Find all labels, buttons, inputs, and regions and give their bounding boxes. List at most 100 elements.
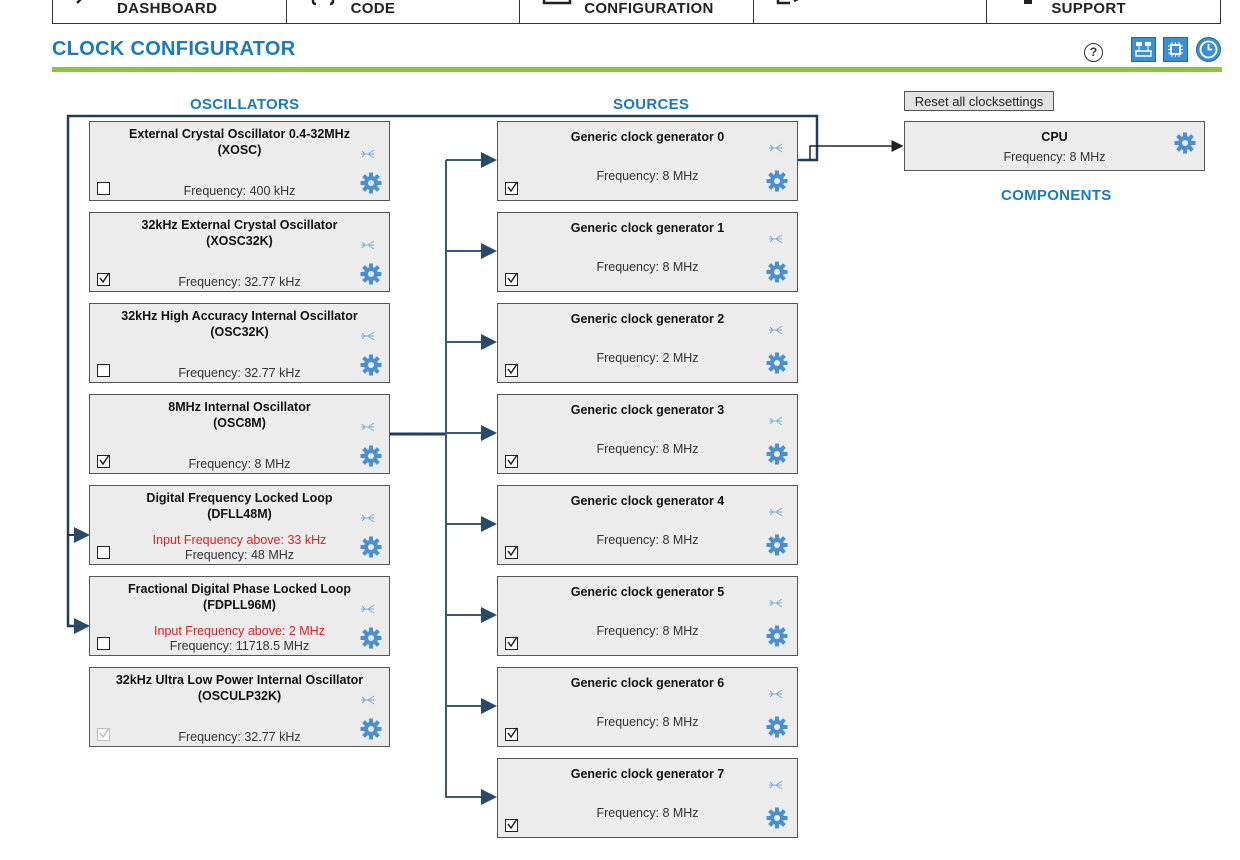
oscillator-name: 8MHz Internal Oscillator <box>168 400 311 414</box>
help-icon[interactable]: ? <box>1084 43 1103 62</box>
oscillator-card-osc32k[interactable]: 32kHz High Accuracy Internal Oscillator(… <box>89 303 390 383</box>
tab-code[interactable]: CODE <box>287 0 521 23</box>
oscillator-name: 32kHz Ultra Low Power Internal Oscillato… <box>115 673 364 687</box>
oscillator-card-xosc32k[interactable]: 32kHz External Crystal Oscillator(XOSC32… <box>89 212 390 292</box>
gear-icon[interactable] <box>360 263 382 285</box>
gear-icon[interactable] <box>766 170 788 192</box>
clock-generator-frequency: Frequency: 2 MHz <box>596 351 699 365</box>
oscillator-card-osculp32k[interactable]: 32kHz Ultra Low Power Internal Oscillato… <box>89 667 390 747</box>
gear-icon[interactable] <box>766 352 788 374</box>
export-icon <box>776 0 799 6</box>
enable-checkbox[interactable] <box>97 546 110 559</box>
clock-generator-card-0[interactable]: Generic clock generator 0 Frequency: 8 M… <box>497 121 798 201</box>
enable-checkbox[interactable] <box>97 272 110 286</box>
route-icon[interactable] <box>768 597 784 609</box>
gear-icon[interactable] <box>360 718 382 740</box>
route-icon[interactable] <box>360 694 376 706</box>
gear-icon[interactable] <box>766 261 788 283</box>
oscillators-heading: OSCILLATORS <box>190 96 300 113</box>
enable-checkbox[interactable] <box>505 545 518 559</box>
tab-label: CODE <box>350 0 396 17</box>
clock-icon[interactable] <box>1196 37 1221 62</box>
gear-icon[interactable] <box>1174 132 1196 154</box>
route-icon[interactable] <box>360 239 376 251</box>
oscillator-code: (OSC8M) <box>213 416 266 430</box>
enable-checkbox[interactable] <box>97 182 110 195</box>
route-icon[interactable] <box>768 506 784 518</box>
header-divider <box>52 67 1222 72</box>
top-nav: DASHBOARD CODE CONFIGURATION SUPPORT <box>52 0 1221 24</box>
oscillator-card-osc8m[interactable]: 8MHz Internal Oscillator (OSC8M) Frequenc… <box>89 394 390 474</box>
enable-checkbox[interactable] <box>97 364 110 377</box>
enable-checkbox[interactable] <box>97 637 110 650</box>
clock-generator-card-6[interactable]: Generic clock generator 6 Frequency: 8 M… <box>497 667 798 747</box>
input-frequency-warning: Input Frequency above: 33 kHz <box>152 533 327 547</box>
component-card-cpu[interactable]: CPU Frequency: 8 MHz <box>904 121 1205 171</box>
oscillator-frequency: Frequency: 11718.5 MHz <box>169 639 310 653</box>
oscillator-name: 32kHz External Crystal Oscillator <box>141 218 338 232</box>
clock-generator-card-5[interactable]: Generic clock generator 5 Frequency: 8 M… <box>497 576 798 656</box>
chip-icon[interactable] <box>1163 37 1188 62</box>
gear-icon[interactable] <box>766 807 788 829</box>
tab-configuration[interactable]: CONFIGURATION <box>520 0 754 23</box>
oscillator-card-fdpll96m[interactable]: Fractional Digital Phase Locked Loop(FDP… <box>89 576 390 656</box>
oscillator-card-dfll48m[interactable]: Digital Frequency Locked Loop(DFLL48M) I… <box>89 485 390 565</box>
route-icon[interactable] <box>768 324 784 336</box>
clock-generator-frequency: Frequency: 8 MHz <box>596 806 699 820</box>
oscillator-code: (FDPLL96M) <box>203 598 276 612</box>
enable-checkbox[interactable] <box>505 454 518 468</box>
route-icon[interactable] <box>768 779 784 791</box>
gear-icon[interactable] <box>766 716 788 738</box>
enable-checkbox[interactable] <box>505 727 518 741</box>
clock-generator-name: Generic clock generator 5 <box>570 585 725 599</box>
clock-generator-frequency: Frequency: 8 MHz <box>596 715 699 729</box>
route-icon[interactable] <box>360 330 376 342</box>
clock-generator-card-2[interactable]: Generic clock generator 2 Frequency: 2 M… <box>497 303 798 383</box>
tab-dashboard[interactable]: DASHBOARD <box>53 0 287 23</box>
tab-label: SUPPORT <box>1051 0 1126 17</box>
clock-generator-card-4[interactable]: Generic clock generator 4 Frequency: 8 M… <box>497 485 798 565</box>
route-icon[interactable] <box>768 415 784 427</box>
enable-checkbox[interactable] <box>505 363 518 377</box>
route-icon[interactable] <box>768 142 784 154</box>
enable-checkbox[interactable] <box>97 454 110 468</box>
oscillator-frequency: Frequency: 400 kHz <box>183 184 296 198</box>
gear-icon[interactable] <box>360 172 382 194</box>
enable-checkbox[interactable] <box>505 181 518 195</box>
oscillator-name: Digital Frequency Locked Loop <box>146 491 333 505</box>
enable-checkbox[interactable] <box>505 818 518 832</box>
clock-generator-name: Generic clock generator 4 <box>570 494 725 508</box>
oscillator-frequency: Frequency: 32.77 kHz <box>178 366 301 380</box>
route-icon[interactable] <box>360 512 376 524</box>
oscillator-frequency: Frequency: 8 MHz <box>188 457 291 471</box>
route-icon[interactable] <box>360 421 376 433</box>
oscillator-card-xosc[interactable]: External Crystal Oscillator 0.4-32MHz(XO… <box>89 121 390 201</box>
gear-icon[interactable] <box>766 534 788 556</box>
enable-checkbox[interactable] <box>505 636 518 650</box>
route-icon[interactable] <box>360 603 376 615</box>
clock-generator-card-3[interactable]: Generic clock generator 3 Frequency: 8 M… <box>497 394 798 474</box>
diagram-view-icon[interactable] <box>1131 37 1156 62</box>
gear-icon[interactable] <box>766 443 788 465</box>
route-icon[interactable] <box>768 688 784 700</box>
clock-generator-name: Generic clock generator 0 <box>570 130 725 144</box>
gear-icon[interactable] <box>360 627 382 649</box>
tab-export[interactable] <box>754 0 988 23</box>
gear-icon[interactable] <box>360 354 382 376</box>
gear-icon[interactable] <box>766 625 788 647</box>
route-icon[interactable] <box>768 233 784 245</box>
tab-label: CONFIGURATION <box>584 0 714 17</box>
gear-icon[interactable] <box>360 536 382 558</box>
input-frequency-warning: Input Frequency above: 2 MHz <box>154 624 325 638</box>
clock-generator-frequency: Frequency: 8 MHz <box>596 260 699 274</box>
route-icon[interactable] <box>360 148 376 160</box>
tab-label: DASHBOARD <box>117 0 218 17</box>
clock-generator-card-7[interactable]: Generic clock generator 7 Frequency: 8 M… <box>497 758 798 838</box>
enable-checkbox[interactable] <box>505 272 518 286</box>
reset-clocksettings-button[interactable]: Reset all clocksettings <box>904 91 1054 111</box>
clock-generator-card-1[interactable]: Generic clock generator 1 Frequency: 8 M… <box>497 212 798 292</box>
gear-icon[interactable] <box>360 445 382 467</box>
tab-support[interactable]: SUPPORT <box>987 0 1220 23</box>
component-name: CPU <box>1041 130 1068 144</box>
components-heading: COMPONENTS <box>1001 187 1112 204</box>
